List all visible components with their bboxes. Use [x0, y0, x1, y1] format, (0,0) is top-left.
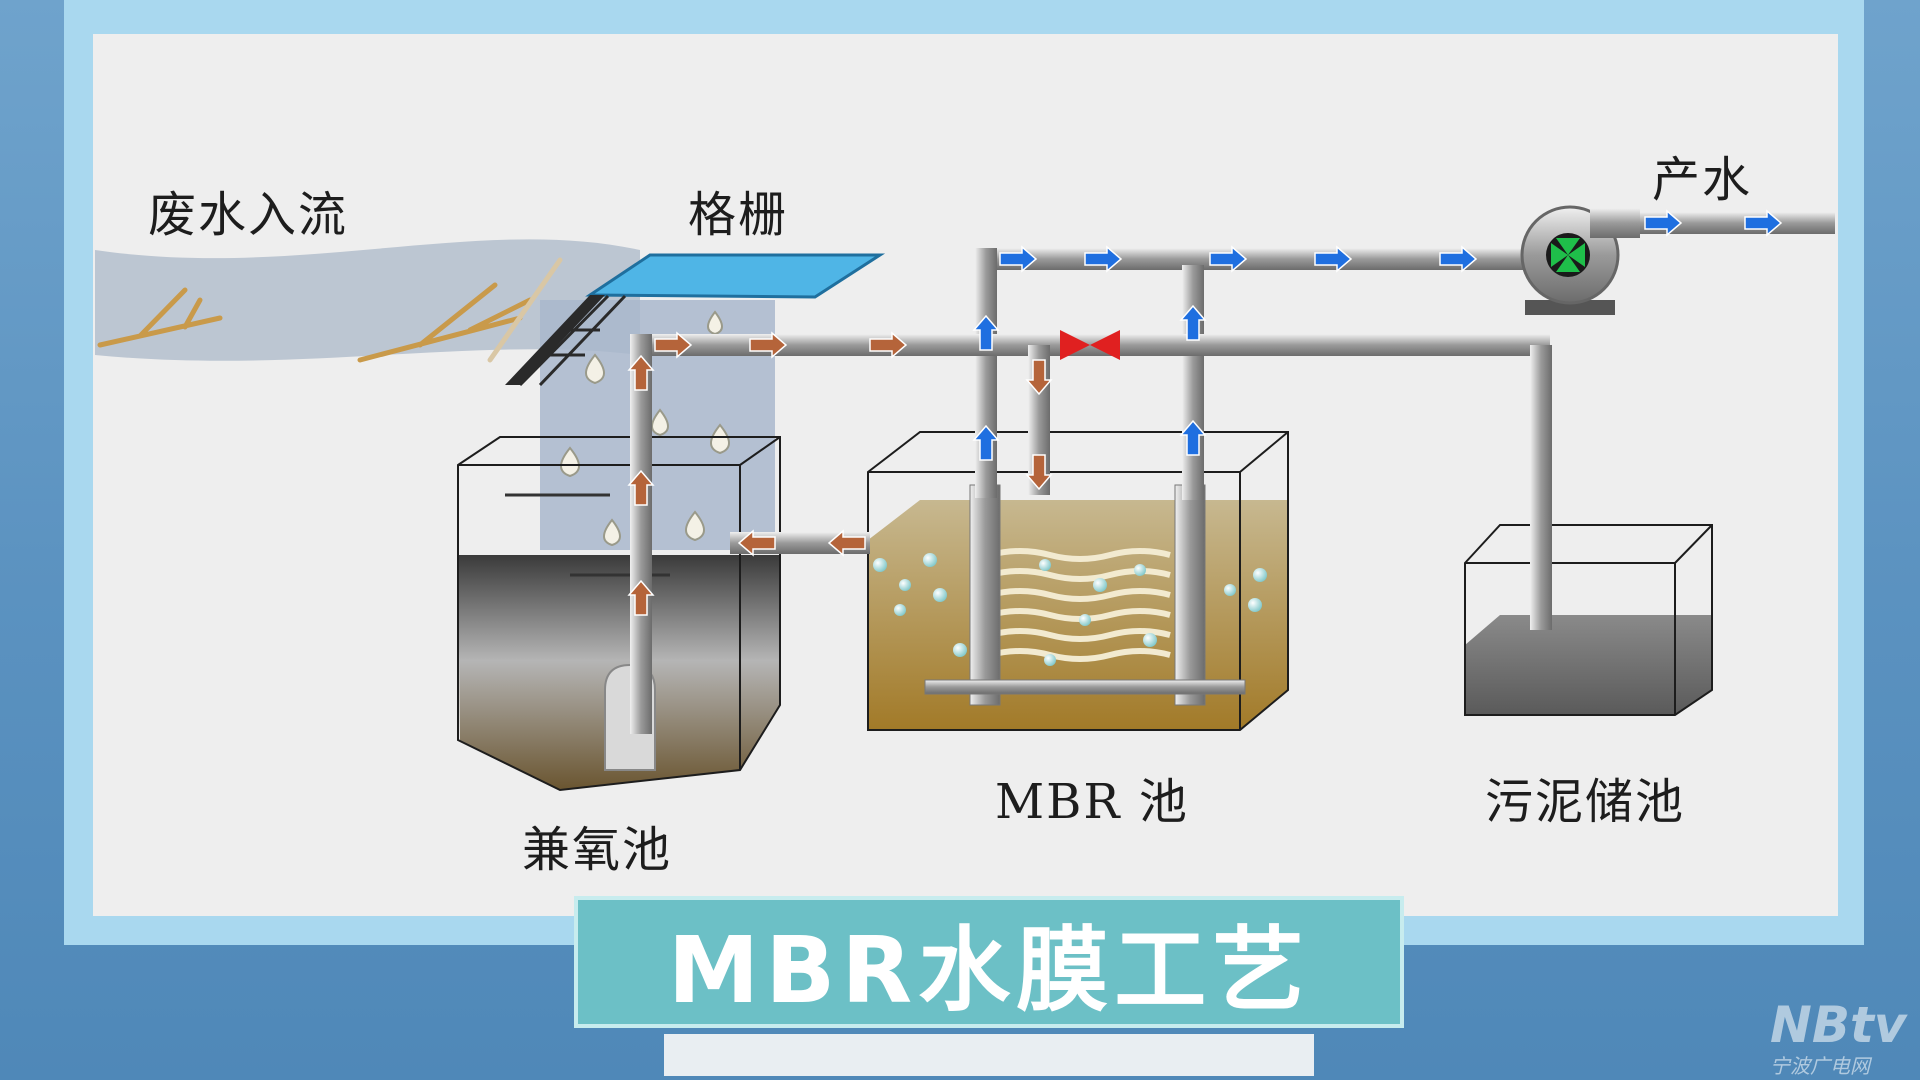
flow-arrow-icon [1179, 419, 1207, 456]
flow-arrow-icon [627, 354, 655, 391]
wastewater-stream [95, 239, 640, 361]
flow-arrow-icon [1644, 209, 1683, 237]
return-flow-arrows [627, 331, 1053, 616]
subtitle-bar [664, 1034, 1314, 1076]
sludge-storage-tank [1464, 524, 1713, 716]
product-water-label: 产水 [1652, 152, 1753, 208]
flow-arrow-icon [1439, 245, 1478, 273]
flow-arrow-icon [1209, 245, 1248, 273]
screen-grid-icon [505, 253, 886, 387]
flow-arrow-icon [827, 529, 866, 557]
banner-title: MBR水膜工艺 [667, 916, 1311, 1024]
pump-icon [1520, 205, 1640, 315]
water-drops [560, 310, 730, 547]
flow-arrow-icon [627, 579, 655, 616]
anoxic-tank-label: 兼氧池 [522, 822, 673, 878]
screen-label: 格栅 [688, 187, 789, 243]
logo-sub: 宁波广电网 [1770, 1054, 1870, 1078]
flow-arrow-icon [972, 424, 1000, 461]
flow-arrow-icon [1025, 454, 1053, 491]
logo-main: NBtv [1770, 996, 1907, 1054]
product-flow-arrows [972, 209, 1783, 461]
title-banner: MBR水膜工艺 [574, 896, 1404, 1028]
flow-arrow-icon [627, 469, 655, 506]
flow-arrow-icon [749, 331, 788, 359]
sludge-tank-label: 污泥储池 [1485, 774, 1686, 830]
flow-arrow-icon [1314, 245, 1353, 273]
flow-arrow-icon [1179, 304, 1207, 341]
mbr-tank-label: MBR 池 [995, 774, 1189, 830]
inflow-label: 废水入流 [148, 187, 349, 243]
flow-arrow-icon [737, 529, 776, 557]
flow-arrow-icon [869, 331, 908, 359]
valve-icon [1060, 330, 1120, 360]
debris-branches [97, 257, 563, 363]
flow-arrow-icon [972, 314, 1000, 351]
aeration-bubbles [873, 553, 1267, 666]
mbr-tank [867, 431, 1289, 731]
flow-arrow-icon [654, 331, 693, 359]
flow-arrow-icon [1084, 245, 1123, 273]
broadcaster-logo: NBtv 宁波广电网 [1770, 996, 1910, 1078]
flow-arrow-icon [999, 245, 1038, 273]
flow-arrow-icon [1025, 359, 1053, 396]
flow-arrow-icon [1744, 209, 1783, 237]
anoxic-tank [457, 436, 781, 792]
